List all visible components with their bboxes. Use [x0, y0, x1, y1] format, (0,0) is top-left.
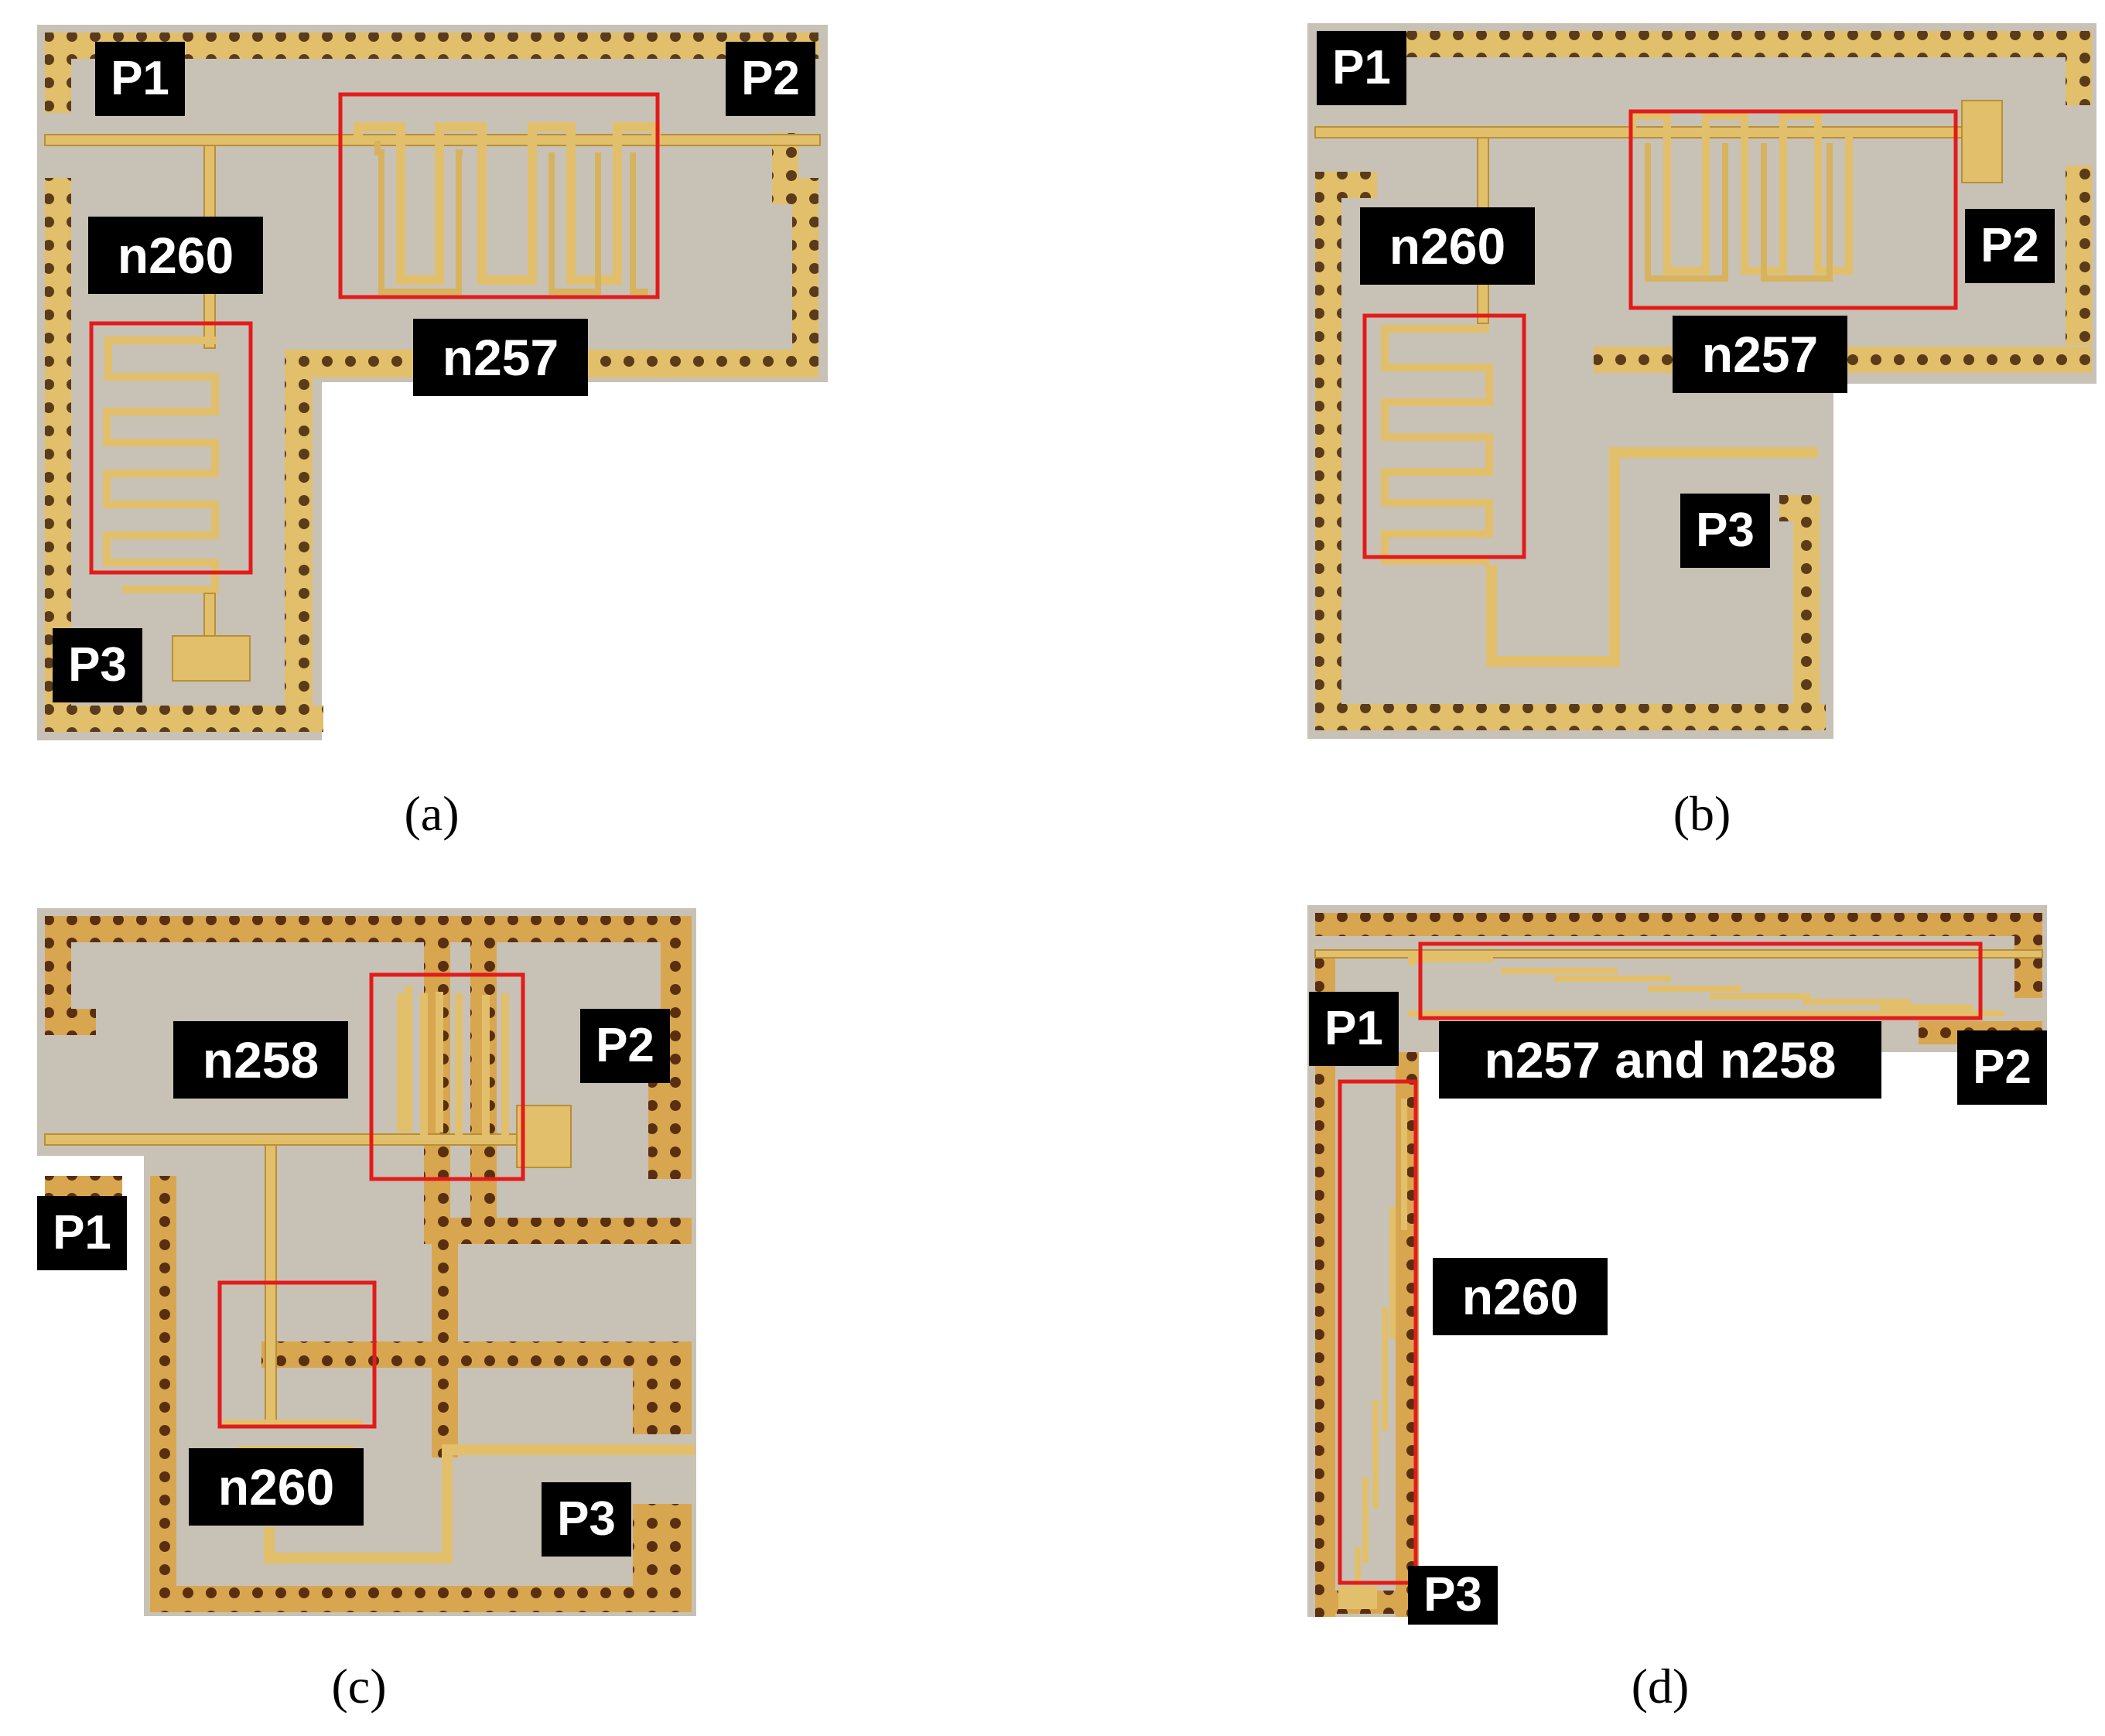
label-n260: n260	[1360, 207, 1535, 285]
label-p1: P1	[37, 1196, 127, 1270]
label-n260: n260	[88, 217, 263, 294]
label-p3: P3	[542, 1482, 631, 1557]
label-p3: P3	[1680, 494, 1770, 568]
caption-a: (a)	[404, 786, 460, 841]
label-p1: P1	[95, 42, 185, 116]
caption-d: (d)	[1631, 1659, 1690, 1714]
label-n257: n257	[413, 319, 588, 396]
label-n257-and-n258: n257 and n258	[1439, 1021, 1881, 1099]
label-p3: P3	[1408, 1566, 1498, 1625]
caption-c: (c)	[331, 1659, 387, 1714]
panel-d: P1 n257 and n258 P2 n260 P3	[1307, 905, 2050, 1625]
label-p2: P2	[726, 42, 815, 116]
panel-b: P1 n260 P2 n257 P3	[1307, 23, 2104, 750]
label-n257: n257	[1673, 316, 1847, 393]
panel-c: n258 P2 P1 n260 P3	[37, 908, 702, 1628]
panel-a: P1 P2 n260 n257 P3	[37, 25, 834, 744]
label-p1: P1	[1317, 31, 1406, 105]
label-n258: n258	[173, 1021, 348, 1099]
caption-b: (b)	[1673, 786, 1731, 841]
panel-d-chip-photo	[1307, 905, 2047, 1617]
label-p1: P1	[1309, 992, 1399, 1066]
label-n260: n260	[1433, 1258, 1608, 1335]
label-p3: P3	[53, 628, 142, 702]
label-p2: P2	[580, 1009, 670, 1083]
label-p2: P2	[1957, 1030, 2047, 1105]
label-n260: n260	[189, 1448, 364, 1526]
label-p2: P2	[1965, 209, 2055, 283]
